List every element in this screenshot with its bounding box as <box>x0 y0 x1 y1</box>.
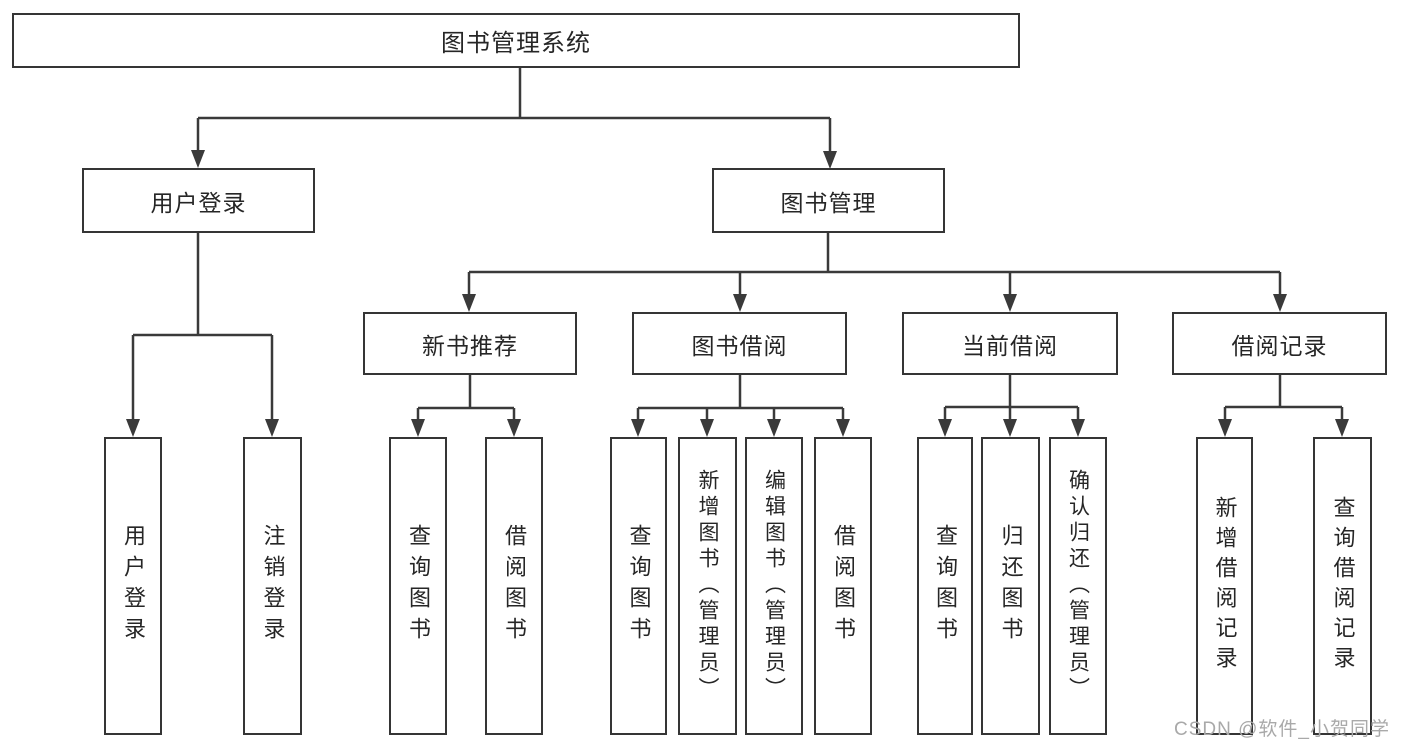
leaf-add-borrow-record: 新增借阅记录 <box>1196 437 1253 735</box>
leaf-return-books: 归还图书 <box>981 437 1040 735</box>
node-borrowing-records: 借阅记录 <box>1172 312 1387 375</box>
connector-lines <box>131 68 1344 421</box>
leaf-query-books-recommend: 查询图书 <box>389 437 447 735</box>
node-book-management: 图书管理 <box>712 168 945 233</box>
watermark: CSDN @软件_小贺同学 <box>1174 719 1390 740</box>
leaf-query-books-current: 查询图书 <box>917 437 973 735</box>
node-new-book-recommend: 新书推荐 <box>363 312 577 375</box>
leaf-add-books-admin: 新增图书（管理员） <box>678 437 737 735</box>
leaf-borrow-books-recommend: 借阅图书 <box>485 437 543 735</box>
leaf-confirm-return-admin: 确认归还（管理员） <box>1049 437 1107 735</box>
leaf-user-login: 用户登录 <box>104 437 162 735</box>
node-current-borrowing: 当前借阅 <box>902 312 1118 375</box>
node-book-borrowing: 图书借阅 <box>632 312 847 375</box>
node-user-login: 用户登录 <box>82 168 315 233</box>
leaf-query-books-borrowing: 查询图书 <box>610 437 667 735</box>
node-library-management-system: 图书管理系统 <box>12 13 1020 68</box>
leaf-query-borrow-record: 查询借阅记录 <box>1313 437 1372 735</box>
leaf-logout: 注销登录 <box>243 437 302 735</box>
leaf-edit-books-admin: 编辑图书（管理员） <box>745 437 803 735</box>
leaf-borrow-books: 借阅图书 <box>814 437 872 735</box>
